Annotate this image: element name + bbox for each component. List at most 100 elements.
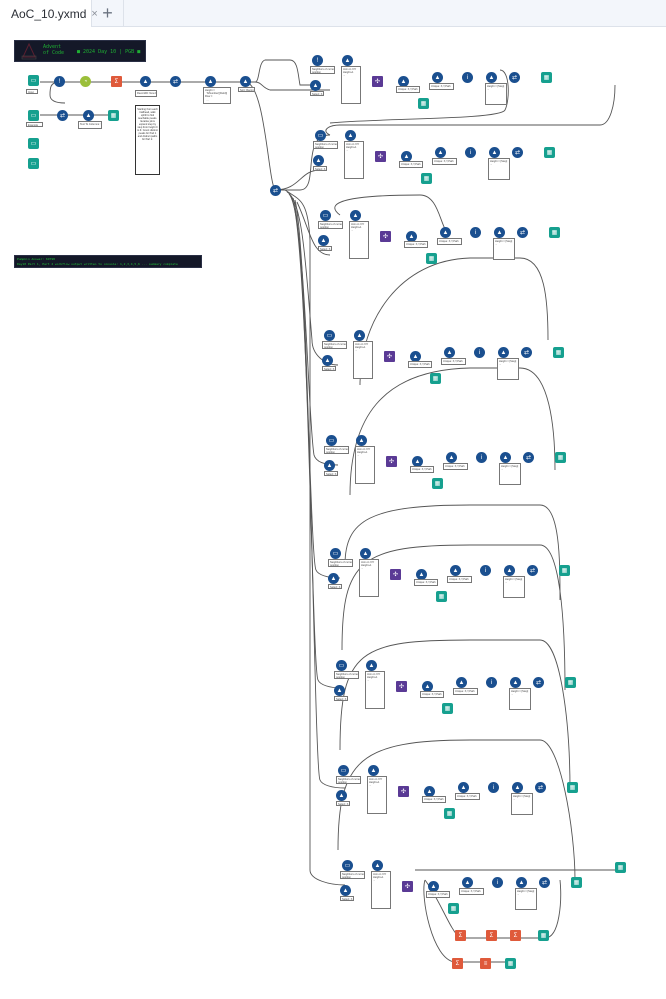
info-tool[interactable]: i — [488, 782, 499, 793]
input-data-tool[interactable]: ▭ — [28, 138, 39, 149]
info-tool[interactable]: i — [462, 72, 473, 83]
formula-tool[interactable]: ▲ — [500, 452, 511, 463]
filter-tool[interactable]: ▭ — [320, 210, 331, 221]
browse-tool[interactable]: ▦ — [444, 808, 455, 819]
join-tool[interactable]: ✣ — [390, 569, 401, 580]
sort-tool[interactable]: ≡ — [480, 958, 491, 969]
formula-tool[interactable]: ▲ — [354, 330, 365, 341]
formula-tool[interactable]: ▲ — [510, 677, 521, 688]
formula-tool[interactable]: ▲ — [498, 347, 509, 358]
formula-tool[interactable]: ▲ — [350, 210, 361, 221]
browse-tool[interactable]: ▦ — [571, 877, 582, 888]
formula-tool[interactable]: ▲ — [422, 681, 433, 692]
browse-tool[interactable]: ▦ — [553, 347, 564, 358]
formula-tool[interactable]: ▲ — [424, 786, 435, 797]
info-tool[interactable]: i — [476, 452, 487, 463]
multi-row-tool[interactable]: ⇄ — [270, 185, 281, 196]
info-tool[interactable]: i — [465, 147, 476, 158]
formula-tool[interactable]: ▲ — [412, 456, 423, 467]
summarize-tool[interactable]: Σ — [452, 958, 463, 969]
formula-tool[interactable]: ▲ — [494, 227, 505, 238]
formula-tool[interactable]: ▲ — [313, 155, 324, 166]
formula-tool[interactable]: ▲ — [324, 460, 335, 471]
multi-row-tool[interactable]: ⇄ — [535, 782, 546, 793]
formula-tool[interactable]: ▲ — [342, 55, 353, 66]
join-tool[interactable]: ✣ — [380, 231, 391, 242]
join-tool[interactable]: ✣ — [384, 351, 395, 362]
multi-row-tool[interactable]: ⇄ — [527, 565, 538, 576]
formula-tool[interactable]: ▲ — [372, 860, 383, 871]
formula-tool[interactable]: ▲ — [340, 885, 351, 896]
formula-tool[interactable]: ▲ — [368, 765, 379, 776]
browse-tool[interactable]: ▦ — [442, 703, 453, 714]
multi-row-tool[interactable]: ⇄ — [170, 76, 181, 87]
summarize-tool[interactable]: Σ — [111, 76, 122, 87]
join-tool[interactable]: ✣ — [396, 681, 407, 692]
info-tool[interactable]: i — [486, 677, 497, 688]
close-icon[interactable]: × — [91, 7, 98, 20]
info-tool[interactable]: i — [492, 877, 503, 888]
multi-row-tool[interactable]: ⇄ — [533, 677, 544, 688]
filter-tool[interactable]: ▭ — [336, 660, 347, 671]
browse-tool[interactable]: ▦ — [432, 478, 443, 489]
filter-tool[interactable]: ! — [54, 76, 65, 87]
formula-tool[interactable]: ▲ — [366, 660, 377, 671]
multi-row-tool[interactable]: ⇄ — [521, 347, 532, 358]
filter-tool[interactable]: ▭ — [324, 330, 335, 341]
multi-row-tool[interactable]: ⇄ — [539, 877, 550, 888]
formula-tool[interactable]: ▲ — [432, 72, 443, 83]
formula-tool[interactable]: ▲ — [345, 130, 356, 141]
input-data-tool[interactable]: ▭ — [28, 158, 39, 169]
browse-tool[interactable]: ▦ — [559, 565, 570, 576]
formula-tool[interactable]: ▲ — [504, 565, 515, 576]
browse-tool[interactable]: ▦ — [448, 903, 459, 914]
info-tool[interactable]: i — [480, 565, 491, 576]
input-data-tool[interactable]: ▭ — [28, 75, 39, 86]
input-data-tool[interactable]: ▭ — [28, 110, 39, 121]
formula-tool[interactable]: ▲ — [446, 452, 457, 463]
join-tool[interactable]: ✣ — [398, 786, 409, 797]
browse-tool[interactable]: ▦ — [108, 110, 119, 121]
browse-tool[interactable]: ▦ — [505, 958, 516, 969]
formula-tool[interactable]: ▲ — [310, 80, 321, 91]
formula-tool[interactable]: ▲ — [416, 569, 427, 580]
formula-tool[interactable]: ▲ — [360, 548, 371, 559]
date-tool[interactable]: ◔ — [80, 76, 91, 87]
formula-tool[interactable]: ▲ — [334, 685, 345, 696]
formula-tool[interactable]: ▲ — [83, 110, 94, 121]
filter-tool[interactable]: ▭ — [315, 130, 326, 141]
browse-tool[interactable]: ▦ — [567, 782, 578, 793]
formula-tool[interactable]: ▲ — [328, 573, 339, 584]
filter-tool[interactable]: ▭ — [338, 765, 349, 776]
filter-tool[interactable]: ▭ — [330, 548, 341, 559]
tab-aoc-10[interactable]: AoC_10.yxmd × — [0, 0, 98, 27]
join-tool[interactable]: ✣ — [375, 151, 386, 162]
join-tool[interactable]: ✣ — [372, 76, 383, 87]
formula-tool[interactable]: ▲ — [516, 877, 527, 888]
formula-tool[interactable]: ▲ — [406, 231, 417, 242]
browse-tool[interactable]: ▦ — [418, 98, 429, 109]
summarize-tool[interactable]: Σ — [510, 930, 521, 941]
formula-tool[interactable]: ▲ — [205, 76, 216, 87]
multi-row-tool[interactable]: ⇄ — [517, 227, 528, 238]
formula-tool[interactable]: ▲ — [356, 435, 367, 446]
formula-tool[interactable]: ▲ — [444, 347, 455, 358]
join-tool[interactable]: ✣ — [386, 456, 397, 467]
formula-tool[interactable]: ▲ — [512, 782, 523, 793]
browse-tool[interactable]: ▦ — [615, 862, 626, 873]
browse-tool[interactable]: ▦ — [426, 253, 437, 264]
formula-tool[interactable]: ▲ — [456, 677, 467, 688]
formula-tool[interactable]: ▲ — [401, 151, 412, 162]
summarize-tool[interactable]: Σ — [455, 930, 466, 941]
browse-tool[interactable]: ▦ — [436, 591, 447, 602]
filter-tool[interactable]: ▭ — [326, 435, 337, 446]
multi-row-tool[interactable]: ⇄ — [512, 147, 523, 158]
formula-tool[interactable]: ▲ — [486, 72, 497, 83]
formula-tool[interactable]: ▲ — [318, 235, 329, 246]
formula-tool[interactable]: ▲ — [336, 790, 347, 801]
formula-tool[interactable]: ▲ — [450, 565, 461, 576]
formula-tool[interactable]: ▲ — [322, 355, 333, 366]
browse-tool[interactable]: ▦ — [565, 677, 576, 688]
info-tool[interactable]: i — [470, 227, 481, 238]
browse-tool[interactable]: ▦ — [544, 147, 555, 158]
